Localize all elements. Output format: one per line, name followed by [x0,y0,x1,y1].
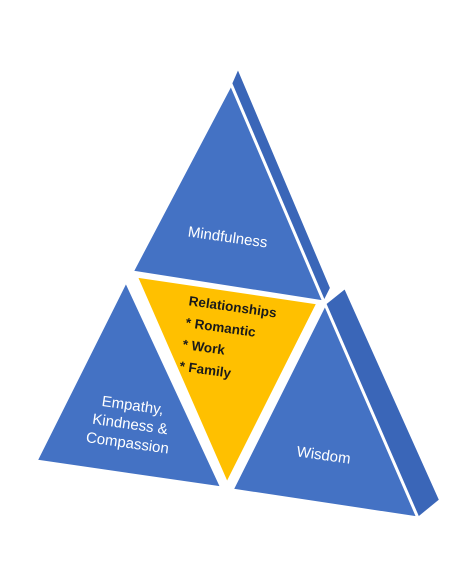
center-segment-item-family: * Family [179,359,233,381]
center-segment [133,274,321,488]
left-segment [33,277,225,490]
right-segment [229,300,421,520]
top-segment [129,80,327,304]
center-segment-item-work: * Work [182,337,227,358]
